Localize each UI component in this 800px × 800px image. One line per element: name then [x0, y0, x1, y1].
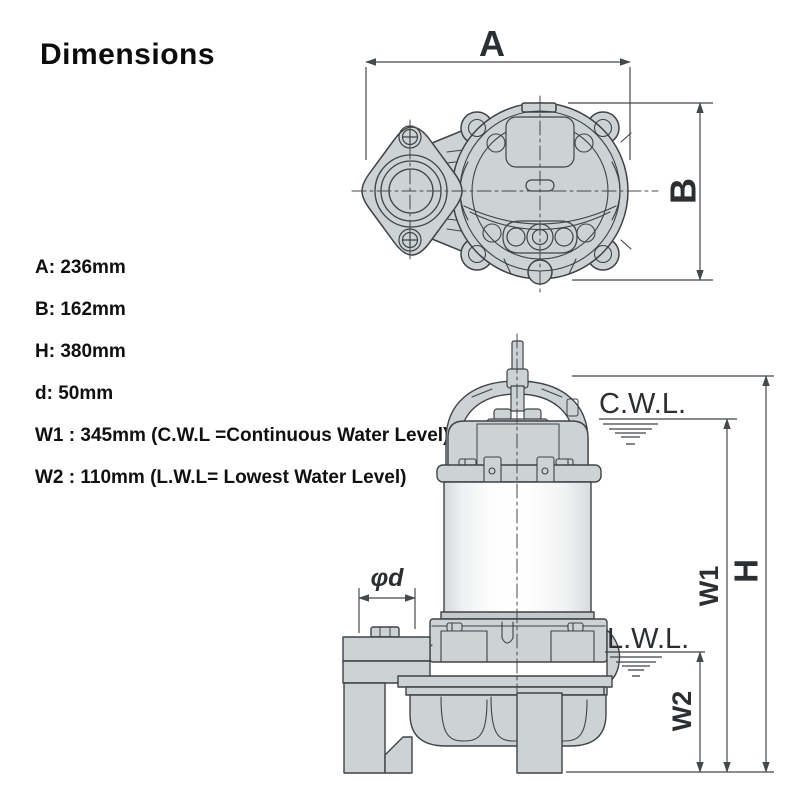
- page-title: Dimensions: [40, 38, 216, 71]
- spec-d: d: 50mm: [35, 383, 114, 404]
- spec-w2: W2 : 110mm (L.W.L= Lowest Water Level): [35, 467, 407, 488]
- spec-b: B: 162mm: [35, 299, 126, 320]
- motor-top-housing: [447, 420, 589, 468]
- casing-bosses: [440, 621, 595, 663]
- center-leg: [516, 692, 563, 774]
- discharge-column: [343, 682, 386, 774]
- lwl-water-symbol: [605, 651, 705, 677]
- pump-side-view: [342, 333, 621, 774]
- lwl-label: L.W.L.: [607, 623, 689, 655]
- clamp-bracket-right: [536, 456, 555, 488]
- dimension-a-label: A: [479, 23, 505, 64]
- dimension-b: [568, 102, 713, 281]
- spec-w1: W1 : 345mm (C.W.L =Continuous Water Leve…: [35, 425, 450, 446]
- dimension-spec-list: A: 236mm B: 162mm H: 380mm d: 50mm W1 : …: [35, 247, 449, 499]
- cwl-water-symbol: [599, 418, 737, 445]
- top-view-centerlines: [351, 95, 659, 293]
- dimension-h: [566, 375, 774, 773]
- top-view-top-notch: [521, 102, 557, 113]
- clamp-band: [436, 464, 602, 483]
- cwl-label: C.W.L.: [599, 388, 686, 420]
- dimension-h-label: H: [728, 559, 765, 583]
- dimension-a: [365, 58, 631, 160]
- dimension-phi-d: [358, 588, 416, 633]
- dimension-b-label: B: [663, 178, 704, 204]
- spec-h: H: 380mm: [35, 341, 126, 362]
- discharge-flange: [342, 636, 431, 662]
- left-foot: [384, 736, 413, 774]
- spec-a: A: 236mm: [35, 257, 126, 278]
- dimension-phi-d-label: φd: [371, 564, 405, 592]
- dimension-w2-label: W2: [667, 691, 697, 732]
- pump-top-view: [351, 95, 659, 293]
- base-plate: [397, 675, 613, 688]
- base-plate-lip: [405, 686, 605, 696]
- dimension-w1-label: W1: [694, 566, 724, 607]
